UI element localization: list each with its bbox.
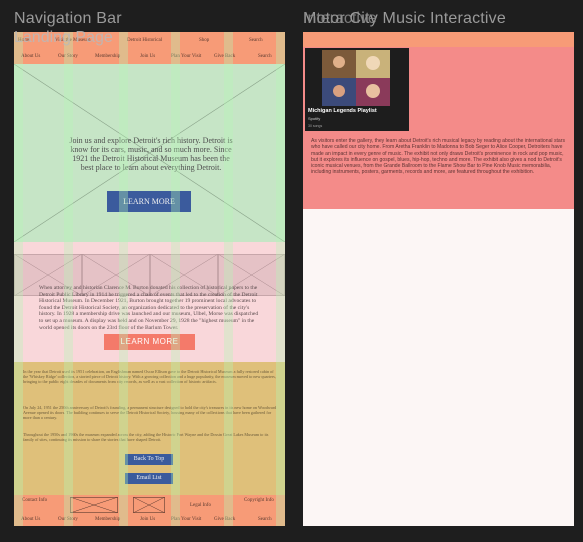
playlist-source: Spotify (308, 116, 321, 121)
landing-page-frame: Home Visit the Museum Detroit Historical… (14, 32, 285, 526)
footer-nav-search[interactable]: Search (258, 517, 272, 522)
pink-spacer (14, 242, 285, 254)
nav-item-give-back[interactable]: Give Back (214, 54, 236, 59)
playlist-meta: 30 songs (308, 124, 323, 128)
history-paragraph-1: In the year that Detroit used its 1951 c… (23, 369, 276, 385)
footer: Contact Info Legal Info Copyright Info A… (14, 495, 285, 526)
footer-contact-info[interactable]: Contact Info (22, 498, 48, 503)
nav-top-item-visit[interactable]: Visit the Museum (55, 38, 91, 43)
nav-top-item-shop[interactable]: Shop (199, 38, 210, 43)
music-description-paragraph: As visitors enter the gallery, they lear… (311, 138, 565, 176)
history-paragraph-3: Throughout the 1950s and 1960s the museu… (23, 432, 269, 443)
footer-nav-about-us[interactable]: About Us (21, 517, 41, 522)
frame-title-landing-page: Landing Page (14, 29, 113, 46)
email-list-button[interactable]: Email List (125, 473, 173, 484)
footer-social-placeholder (133, 497, 165, 513)
nav-item-about-us[interactable]: About Us (21, 54, 41, 59)
playlist-cover-art (322, 50, 390, 106)
footer-copyright-info[interactable]: Copyright Info (244, 498, 274, 503)
gallery-image-placeholder (14, 254, 82, 296)
nav-top-item-home[interactable]: Home (18, 38, 31, 43)
nav-top-item-search[interactable]: Search (249, 38, 263, 43)
secondary-navigation-bar: About Us Our Story Membership Join Us Pl… (14, 50, 285, 64)
nav-item-plan-visit[interactable]: Plan Your Visit (171, 54, 202, 59)
playlist-title: Michigan Legends Playlist (308, 108, 377, 114)
hero-section: Join us and explore Detroit's rich histo… (14, 64, 285, 242)
frame-title-interactive: Interactive (303, 10, 377, 27)
history-paragraph-2: On July 24, 1951 the 250th anniversary o… (23, 405, 277, 421)
footer-nav-give-back[interactable]: Give Back (214, 517, 236, 522)
gallery-placeholder-strip (14, 254, 285, 296)
nav-item-join-us[interactable]: Join Us (140, 54, 156, 59)
back-to-top-button[interactable]: Back To Top (125, 454, 173, 465)
nav-item-membership[interactable]: Membership (95, 54, 121, 59)
gallery-image-placeholder (82, 254, 150, 296)
history-paragraph: When attorney and historian Clarence M. … (39, 285, 259, 331)
right-navigation-bar (303, 32, 574, 47)
frame-title-motor-city-music: Motor City Music Interactive (303, 10, 506, 27)
frame-title-navigation-bar: Navigation Bar (14, 10, 122, 27)
hero-learn-more-button[interactable]: LEARN MORE (107, 191, 191, 212)
footer-nav-membership[interactable]: Membership (95, 517, 121, 522)
gallery-image-placeholder (150, 254, 218, 296)
nav-item-our-story[interactable]: Our Story (58, 54, 78, 59)
history-detail-section: In the year that Detroit used its 1951 c… (14, 362, 285, 495)
footer-logo-placeholder (70, 497, 118, 513)
top-navigation-bar: Home Visit the Museum Detroit Historical… (14, 32, 285, 50)
spotify-playlist-widget[interactable]: Michigan Legends Playlist Spotify 30 son… (305, 48, 409, 131)
gallery-image-placeholder (218, 254, 285, 296)
hero-intro-text: Join us and explore Detroit's rich histo… (69, 136, 233, 172)
footer-nav-our-story[interactable]: Our Story (58, 517, 78, 522)
motor-city-music-frame: Michigan Legends Playlist Spotify 30 son… (303, 32, 574, 526)
nav-top-item-detroit-historical[interactable]: Detroit Historical (127, 38, 163, 43)
footer-nav-plan-visit[interactable]: Plan Your Visit (171, 517, 202, 522)
footer-nav-join-us[interactable]: Join Us (140, 517, 156, 522)
nav-item-search[interactable]: Search (258, 54, 272, 59)
history-learn-more-button[interactable]: LEARN MORE (104, 334, 195, 350)
hero-image-placeholder (14, 64, 285, 242)
footer-legal-info[interactable]: Legal Info (190, 503, 211, 508)
